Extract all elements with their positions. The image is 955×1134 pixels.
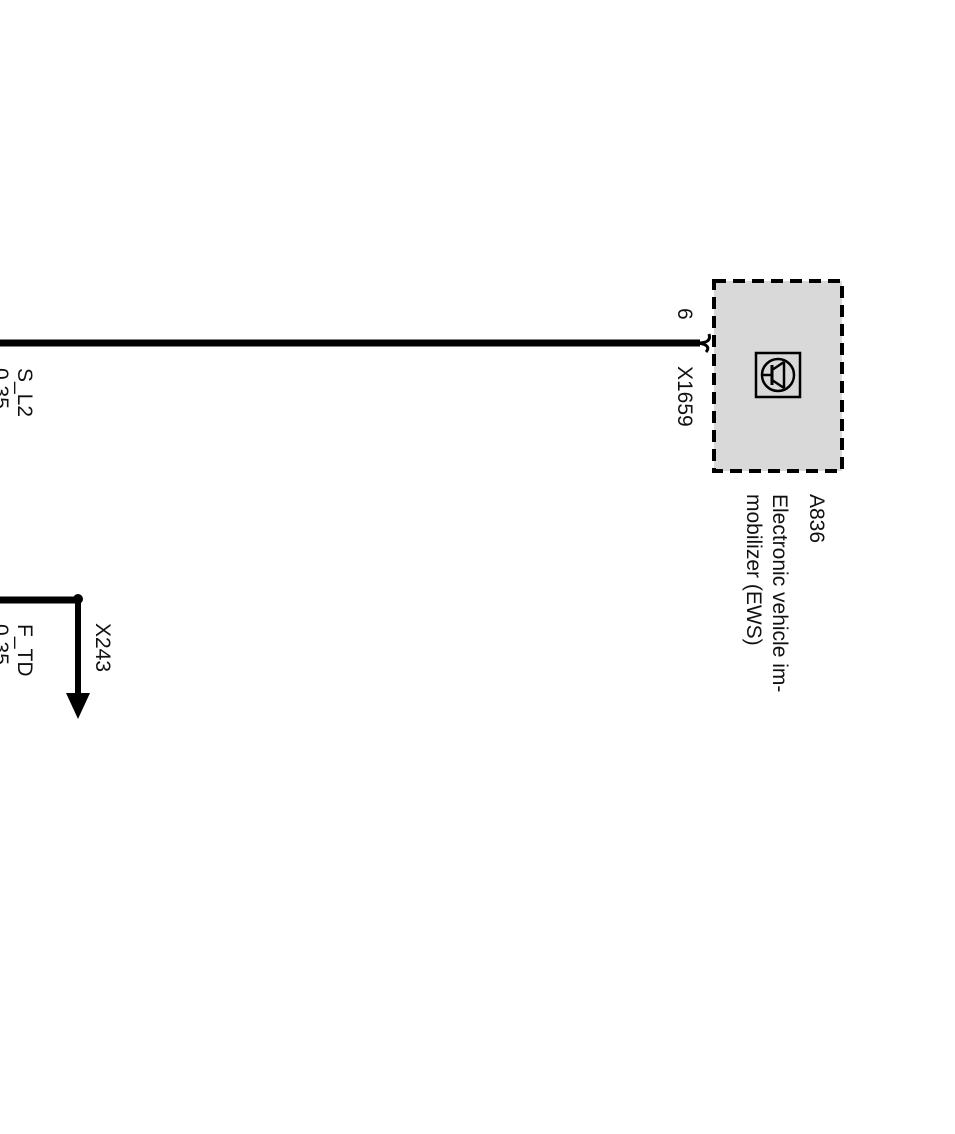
module-a836-box xyxy=(712,279,844,473)
connector-pin-label: 6 xyxy=(673,308,696,320)
module-name-line1: Electronic vehicle im- xyxy=(768,494,791,692)
connector-hook xyxy=(697,333,711,345)
wire-top-gauge: 0.35 xyxy=(0,368,12,409)
connector-id-label: X1659 xyxy=(673,366,696,427)
junction-id-label: X243 xyxy=(91,623,114,672)
arrow-down-icon xyxy=(66,693,90,719)
wire-top-name: S_L2 xyxy=(13,368,36,417)
wire-bottom-name: F_TD xyxy=(13,624,36,677)
module-name-line2: mobilizer (EWS) xyxy=(742,494,765,646)
module-id-label: A836 xyxy=(805,494,828,543)
wire-bottom-gauge: 0.35 xyxy=(0,624,12,665)
transistor-icon xyxy=(754,351,802,399)
